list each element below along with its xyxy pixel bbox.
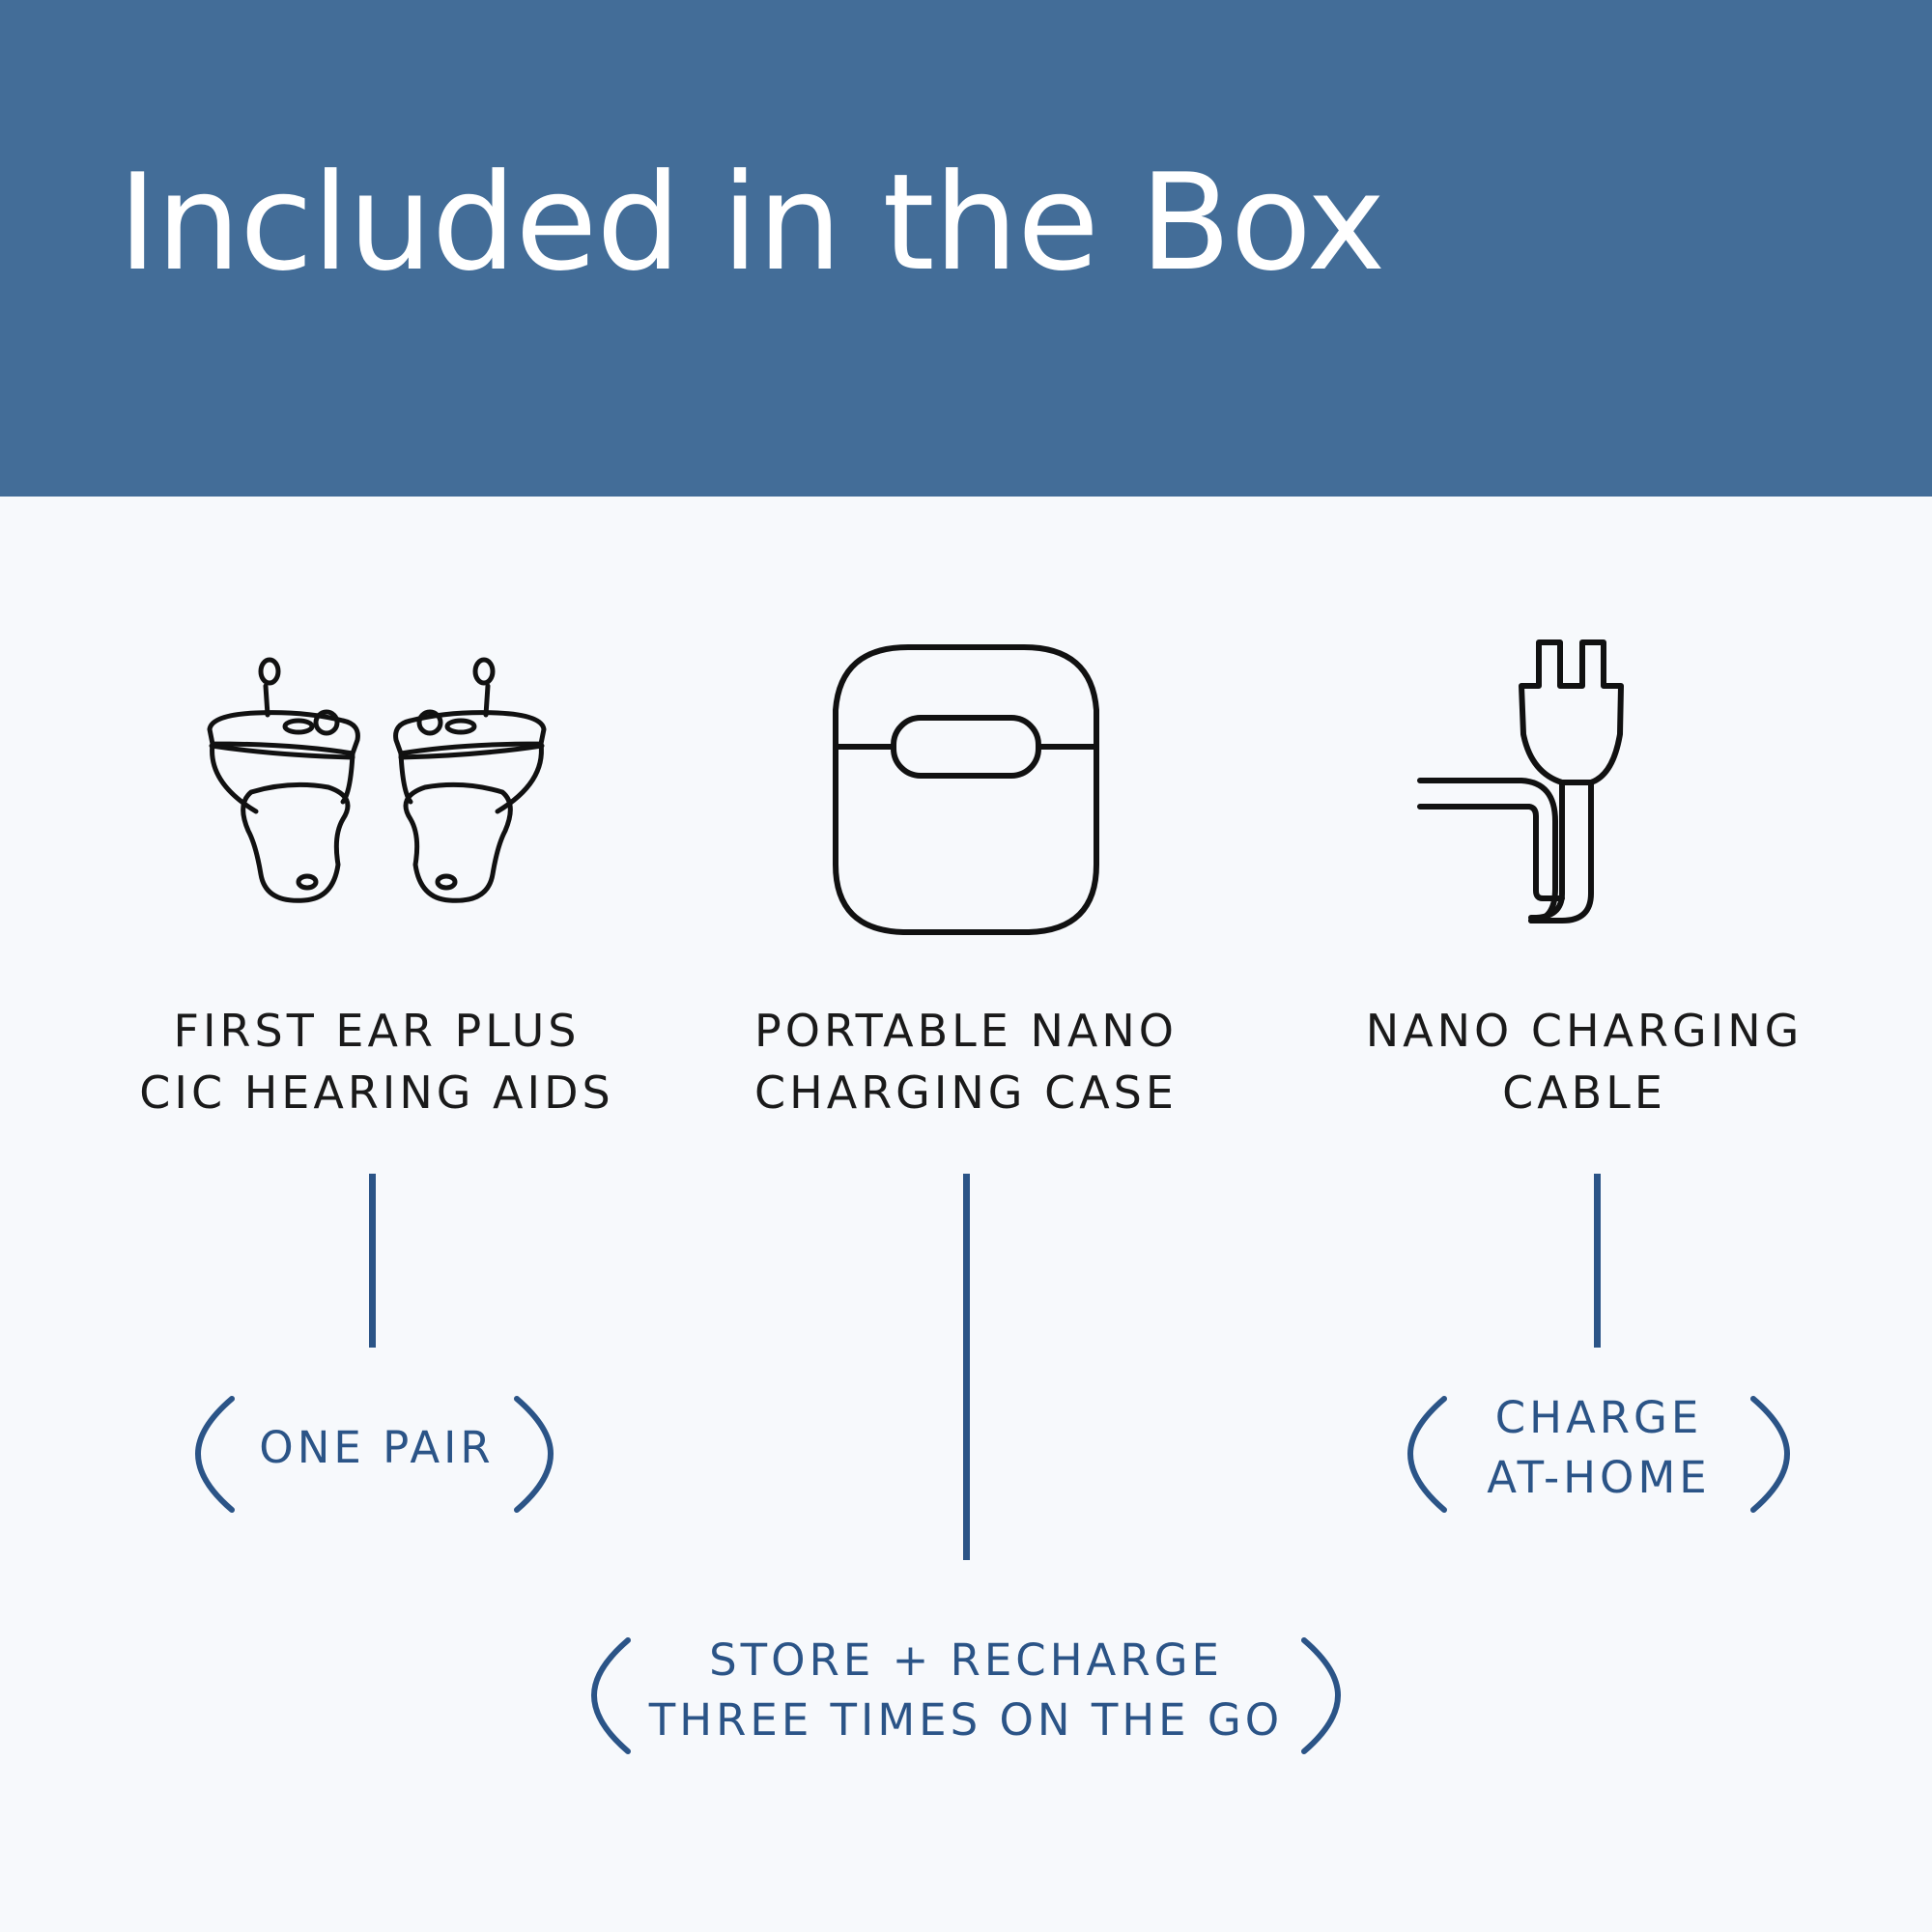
note-line2: AT-HOME <box>1487 1452 1711 1503</box>
note-charging-case: STORE + RECHARGE THREE TIMES ON THE GO <box>638 1631 1294 1750</box>
header-banner: Included in the Box <box>0 0 1932 497</box>
item-label-line1: NANO CHARGING <box>1365 1005 1804 1057</box>
left-bracket <box>1406 1396 1447 1513</box>
hearing-aids-icon <box>207 657 547 903</box>
note-line1: ONE PAIR <box>259 1422 495 1473</box>
right-bracket <box>1301 1637 1342 1754</box>
item-label-line1: PORTABLE NANO <box>754 1005 1178 1057</box>
charging-cable-icon <box>1417 639 1624 923</box>
note-line1: CHARGE <box>1494 1392 1703 1443</box>
item-label-charging-cable: NANO CHARGING CABLE <box>1333 1000 1835 1123</box>
note-charging-cable: CHARGE AT-HOME <box>1454 1388 1744 1508</box>
note-line1: STORE + RECHARGE <box>709 1634 1223 1686</box>
connector-line-charging-case <box>963 1174 970 1560</box>
item-label-line2: CABLE <box>1502 1066 1666 1119</box>
right-bracket <box>514 1396 554 1513</box>
item-label-line2: CHARGING CASE <box>754 1066 1178 1119</box>
item-label-line1: FIRST EAR PLUS <box>173 1005 581 1057</box>
connector-line-hearing-aids <box>369 1174 376 1348</box>
left-bracket <box>590 1637 631 1754</box>
item-label-hearing-aids: FIRST EAR PLUS CIC HEARING AIDS <box>126 1000 628 1123</box>
charging-case-icon <box>833 644 1099 935</box>
note-hearing-aids: ONE PAIR <box>242 1418 512 1478</box>
right-bracket <box>1750 1396 1791 1513</box>
left-bracket <box>194 1396 235 1513</box>
item-label-charging-case: PORTABLE NANO CHARGING CASE <box>715 1000 1217 1123</box>
note-line2: THREE TIMES ON THE GO <box>648 1694 1284 1746</box>
connector-line-charging-cable <box>1594 1174 1601 1348</box>
page-title: Included in the Box <box>118 145 1385 300</box>
item-label-line2: CIC HEARING AIDS <box>139 1066 614 1119</box>
